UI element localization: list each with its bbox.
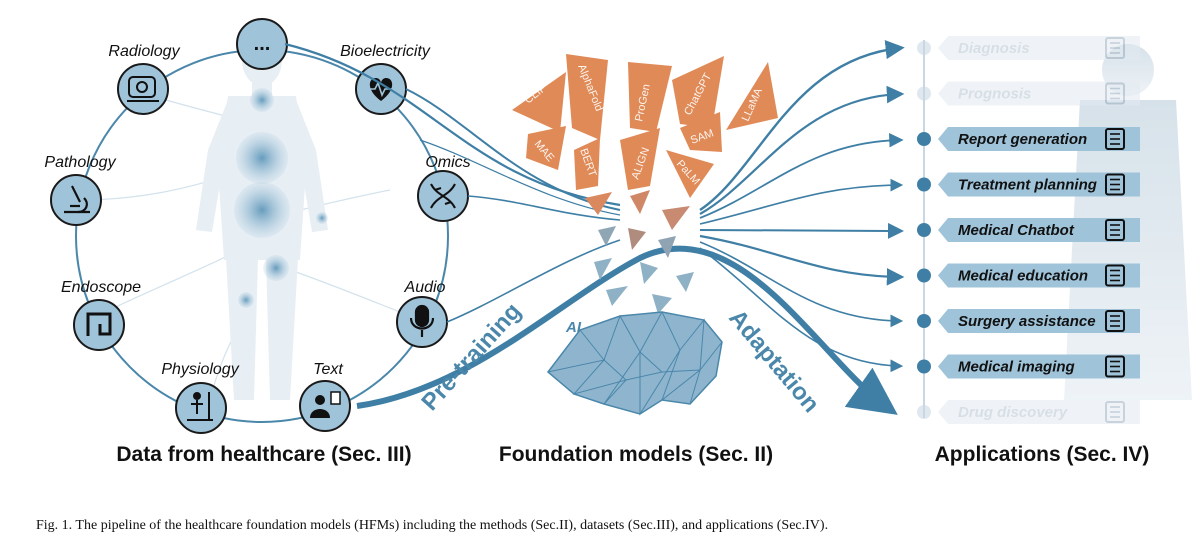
timeline-dot: [917, 359, 931, 374]
source-node-radiology: Radiology: [108, 43, 181, 115]
microscope-icon: [64, 185, 90, 214]
stethoscope-icon: [1105, 37, 1125, 59]
app-label-box: [938, 263, 1140, 288]
intestine-icon: [86, 312, 112, 336]
model-shard-sam: [680, 112, 722, 152]
data-section-title: Data from healthcare (Sec. III): [116, 443, 411, 466]
source-node-audio: Audio: [396, 279, 448, 348]
app-item-drug-discovery: Drug discovery: [917, 400, 1140, 424]
timeline-dot: [917, 132, 931, 146]
model-shard-mae: [526, 126, 566, 170]
prognosis-chart-icon: [1105, 82, 1125, 105]
app-label-treatment-planning: Treatment planning: [958, 177, 1097, 194]
timeline-dot: [917, 405, 931, 419]
app-label-medical-imaging: Medical imaging: [958, 359, 1075, 376]
body-measure-icon: [187, 392, 213, 421]
doctor-report-icon: [310, 391, 341, 418]
models-section-title: Foundation models (Sec. II): [499, 443, 773, 466]
timeline-dot: [917, 177, 931, 192]
model-shard-alphafold: [566, 54, 608, 140]
apps-section-title: Applications (Sec. IV): [935, 443, 1150, 466]
adaptation-label: Adaptation: [723, 305, 824, 418]
app-item-prognosis: Prognosis: [917, 81, 1140, 106]
microphone-icon: [409, 304, 435, 337]
imaging-scanner-icon: [1105, 355, 1125, 378]
data-section: ... Radiology Bioelectricity Pathology: [44, 18, 471, 466]
source-node-pathology: Pathology: [44, 154, 117, 226]
source-label-radiology: Radiology: [108, 43, 180, 60]
source-label-text: Text: [313, 361, 343, 378]
app-item-report-generation: Report generation: [917, 127, 1140, 151]
source-label-endoscope: Endoscope: [61, 279, 141, 296]
app-item-treatment-planning: Treatment planning: [917, 172, 1140, 197]
model-shard-align: [620, 128, 660, 190]
app-label-box: [938, 36, 1140, 60]
app-item-surgery-assistance: Surgery assistance: [917, 309, 1140, 333]
app-label-surgery-assistance: Surgery assistance: [958, 313, 1096, 330]
source-label-omics: Omics: [425, 154, 470, 171]
app-label-box: [938, 81, 1140, 106]
ct-scanner-icon: [127, 76, 159, 102]
timeline-dot: [917, 41, 931, 55]
timeline-dot: [917, 86, 931, 101]
teacher-board-icon: [1105, 264, 1125, 287]
more-sources-node: ...: [236, 18, 288, 70]
source-node-endoscope: Endoscope: [61, 279, 141, 351]
model-shards: CLIP AlphaFold ProGen ChatGPT LLaMA MAE …: [512, 54, 778, 198]
source-label-pathology: Pathology: [44, 154, 116, 171]
ai-brain-network: AI: [546, 310, 723, 416]
source-label-audio: Audio: [404, 279, 446, 296]
source-node-physiology: Physiology: [161, 361, 240, 434]
source-label-physiology: Physiology: [161, 361, 239, 378]
checklist-icon: [1105, 173, 1125, 196]
app-item-diagnosis: Diagnosis: [917, 36, 1140, 60]
figure-caption: Fig. 1. The pipeline of the healthcare f…: [36, 518, 829, 533]
transition-shards: [585, 190, 694, 314]
app-item-medical-imaging: Medical imaging: [917, 354, 1140, 379]
model-shard-progen: [628, 62, 672, 132]
models-section: CLIP AlphaFold ProGen ChatGPT LLaMA MAE …: [499, 54, 778, 466]
app-label-prognosis: Prognosis: [958, 86, 1031, 103]
app-label-box: [938, 309, 1140, 333]
ai-label: AI: [565, 319, 582, 336]
app-label-diagnosis: Diagnosis: [958, 40, 1030, 57]
app-label-box: [938, 127, 1140, 151]
model-shard-llama: [726, 62, 778, 130]
surgeon-icon: [1105, 310, 1125, 332]
model-shard-chatgpt: [672, 56, 724, 128]
source-label-bioelectricity: Bioelectricity: [340, 43, 431, 60]
source-node-text: Text: [299, 361, 351, 432]
app-label-box: [938, 218, 1140, 242]
timeline-dot: [917, 314, 931, 328]
app-label-box: [938, 172, 1140, 197]
timeline-dot: [917, 223, 931, 237]
app-item-medical-chatbot: Medical Chatbot: [917, 218, 1140, 242]
flow-lines: [284, 40, 905, 373]
model-shard-clip: [512, 72, 566, 132]
medicine-bottle-icon: [1105, 401, 1125, 423]
app-label-box: [938, 354, 1140, 379]
source-node-bioelectricity: Bioelectricity: [340, 43, 431, 115]
app-label-medical-chatbot: Medical Chatbot: [958, 222, 1075, 239]
report-document-icon: [1105, 128, 1125, 150]
timeline-dot: [917, 268, 931, 283]
app-item-medical-education: Medical education: [917, 263, 1140, 288]
source-node-omics: Omics: [417, 154, 471, 222]
organ-highlights: [234, 88, 328, 308]
dna-icon: [430, 183, 456, 209]
heart-ecg-icon: [369, 78, 393, 101]
app-label-box: [938, 400, 1140, 424]
app-label-drug-discovery: Drug discovery: [958, 404, 1068, 421]
app-label-medical-education: Medical education: [958, 268, 1088, 285]
model-shard-bert: [574, 138, 600, 190]
model-shard-palm: [666, 150, 714, 198]
chat-bubble-icon: [1105, 219, 1125, 241]
more-sources-label: ...: [254, 33, 271, 55]
app-label-report-generation: Report generation: [958, 131, 1087, 148]
